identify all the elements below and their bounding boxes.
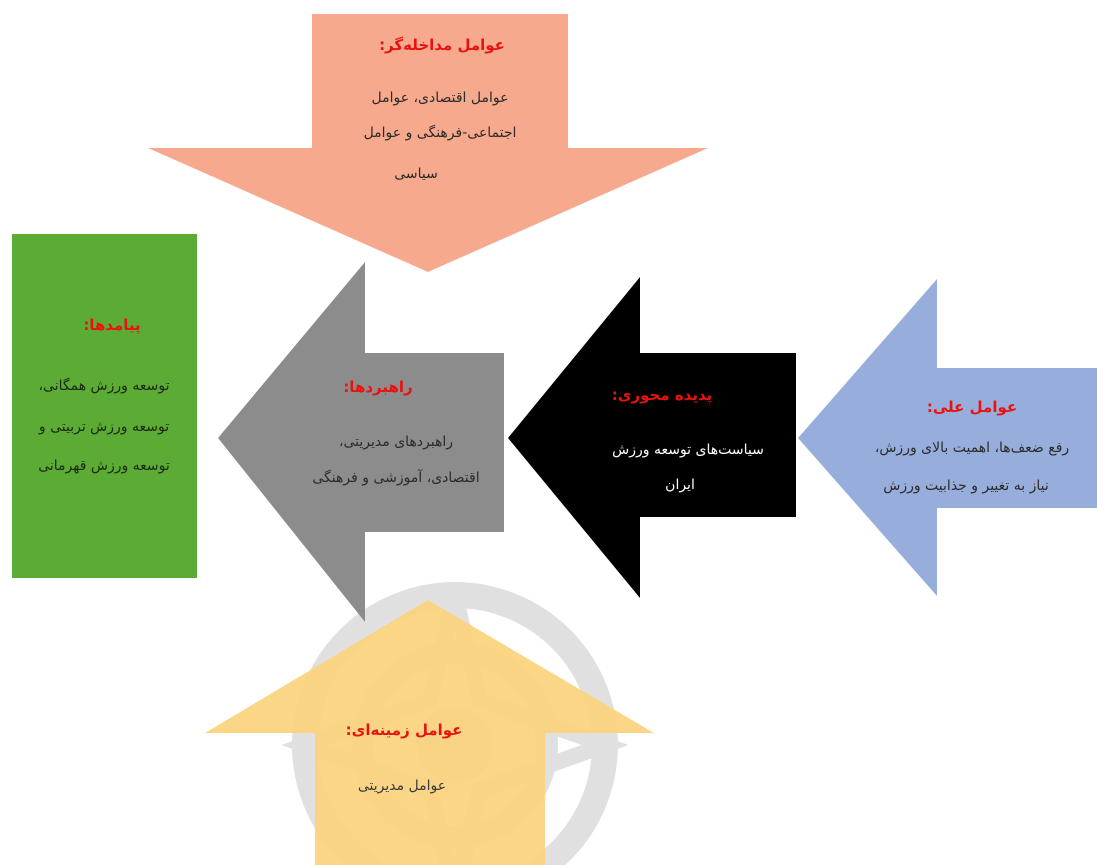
context-title: عوامل زمینه‌ای: (346, 721, 463, 739)
intervening-title: عوامل مداخله‌گر: (379, 36, 505, 54)
core-line-1: سیاست‌های توسعه ورزش (612, 442, 764, 458)
outcomes-box: پیامدها: توسعه ورزش همگانی، توسعه ورزش ت… (12, 234, 197, 578)
intervening-factors-arrow: عوامل مداخله‌گر: عوامل اقتصادی، عوامل اج… (148, 14, 708, 272)
strategies-arrow: راهبردها: راهبردهای مدیریتی، اقتصادی، آم… (218, 262, 504, 622)
context-arrow-shape (205, 600, 654, 865)
strategies-line-1: راهبردهای مدیریتی، (339, 434, 453, 450)
strategies-line-2: اقتصادی، آموزشی و فرهنگی (312, 469, 479, 486)
intervening-line-1: عوامل اقتصادی، عوامل (372, 90, 509, 106)
outcomes-line-1: توسعه ورزش همگانی، (39, 377, 170, 394)
strategies-arrow-shape (218, 262, 504, 622)
causal-line-1: رفع ضعف‌ها، اهمیت بالای ورزش، (875, 440, 1069, 456)
outcomes-rect (12, 234, 197, 578)
outcomes-title: پیامدها: (83, 316, 140, 335)
outcomes-line-3: توسعه ورزش قهرمانی (38, 458, 170, 474)
strategies-title: راهبردها: (343, 378, 412, 396)
intervening-line-2: اجتماعی-فرهنگی و عوامل (364, 124, 517, 141)
core-arrow-shape (508, 277, 796, 598)
contextual-factors-arrow: عوامل زمینه‌ای: عوامل مدیریتی (205, 600, 654, 865)
intervening-arrow-shape (148, 14, 708, 272)
core-line-2: ایران (665, 477, 695, 493)
core-phenomenon-arrow: پدیده محوری: سیاست‌های توسعه ورزش ایران (508, 277, 796, 598)
outcomes-line-2: توسعه ورزش تربیتی و (38, 419, 169, 435)
causal-arrow-shape (798, 279, 1097, 596)
context-line-1: عوامل مدیریتی (358, 778, 446, 794)
causal-factors-arrow: عوامل علی: رفع ضعف‌ها، اهمیت بالای ورزش،… (798, 279, 1097, 596)
causal-line-2: نیاز به تغییر و جذابیت ورزش (883, 478, 1049, 494)
intervening-line-3: سیاسی (394, 166, 438, 182)
core-title: پدیده محوری: (612, 386, 713, 405)
causal-title: عوامل علی: (927, 398, 1017, 416)
